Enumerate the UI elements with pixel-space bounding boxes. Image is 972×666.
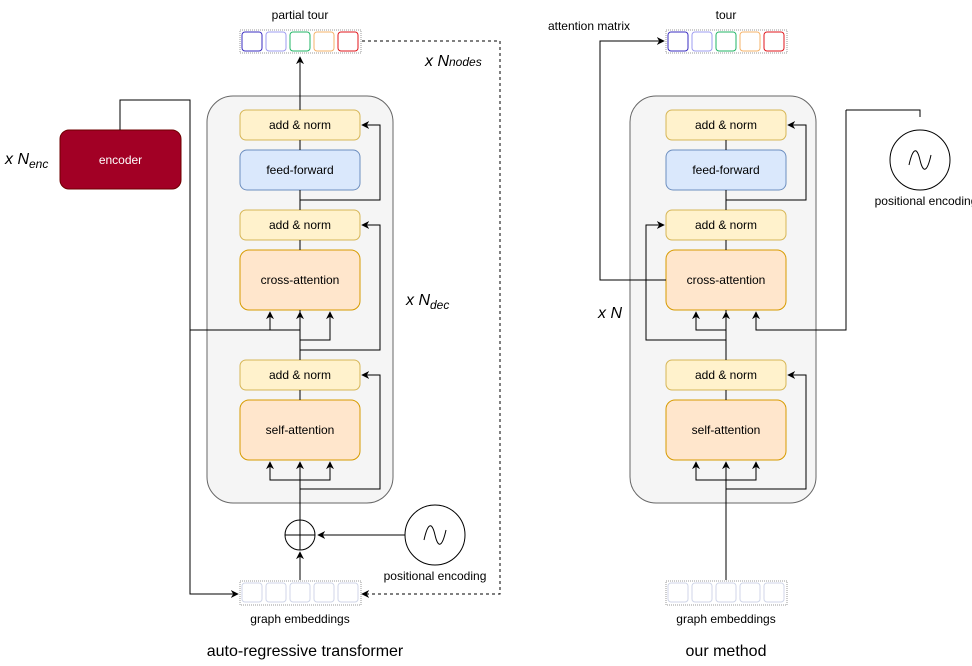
embedding-cell (763, 582, 785, 603)
enc-multiplier: x Nenc (4, 151, 48, 171)
right-self-attention-label: self-attention (692, 423, 761, 437)
right-multiplier: x N (597, 305, 622, 322)
embedding-cell (289, 582, 311, 603)
tour-cell (763, 31, 785, 52)
embedding-cell (265, 582, 287, 603)
right-graph-embeddings-vector (665, 580, 788, 606)
cross-attention-label: cross-attention (261, 273, 340, 287)
embedding-cell (337, 582, 359, 603)
right-connectors (599, 37, 921, 580)
nodes-multiplier: x Nnodes (424, 53, 482, 70)
self-attention-label: self-attention (266, 423, 335, 437)
tour-cell (667, 31, 689, 52)
embedding-cell (691, 582, 713, 603)
add-norm-3-label: add & norm (269, 118, 331, 132)
tour-cell (289, 31, 311, 52)
right-feed-forward-label: feed-forward (692, 163, 759, 177)
positional-encoding-icon (404, 504, 466, 566)
add-norm-1-label: add & norm (269, 368, 331, 382)
tour-cell (691, 31, 713, 52)
left-connectors (119, 40, 501, 598)
add-operator-icon (284, 519, 316, 551)
right-add-norm-3-label: add & norm (695, 118, 757, 132)
tour-cell (739, 31, 761, 52)
tour-cell (313, 31, 335, 52)
right-caption: our method (686, 643, 767, 660)
right-posenc-label: positional encoding (875, 194, 972, 208)
right-graph-embeddings-label: graph embeddings (676, 612, 775, 626)
embedding-cell (739, 582, 761, 603)
tour-label: tour (716, 8, 737, 22)
right-diagram: x N add & norm feed-forward add & norm c… (548, 8, 972, 660)
tour-cell (265, 31, 287, 52)
dec-multiplier: x Ndec (405, 292, 449, 312)
embedding-cell (715, 582, 737, 603)
embedding-cell (667, 582, 689, 603)
left-graph-embeddings-label: graph embeddings (250, 612, 349, 626)
left-diagram: encoder x Nenc x Ndec x Nnodes add & nor… (4, 8, 501, 660)
tour-cell (241, 31, 263, 52)
right-positional-encoding-icon (889, 129, 951, 191)
right-cross-attention-label: cross-attention (687, 273, 766, 287)
partial-tour-vector (239, 29, 362, 54)
left-caption: auto-regressive transformer (207, 643, 404, 660)
partial-tour-label: partial tour (272, 8, 329, 22)
attention-matrix-label: attention matrix (548, 19, 630, 33)
tour-vector (665, 29, 788, 54)
tour-cell (337, 31, 359, 52)
embedding-cell (241, 582, 263, 603)
left-graph-embeddings-vector (239, 580, 362, 606)
embedding-cell (313, 582, 335, 603)
encoder-label: encoder (99, 153, 142, 167)
left-posenc-label: positional encoding (384, 569, 487, 583)
add-norm-2-label: add & norm (269, 218, 331, 232)
feed-forward-label: feed-forward (266, 163, 333, 177)
tour-cell (715, 31, 737, 52)
right-add-norm-2-label: add & norm (695, 218, 757, 232)
right-add-norm-1-label: add & norm (695, 368, 757, 382)
